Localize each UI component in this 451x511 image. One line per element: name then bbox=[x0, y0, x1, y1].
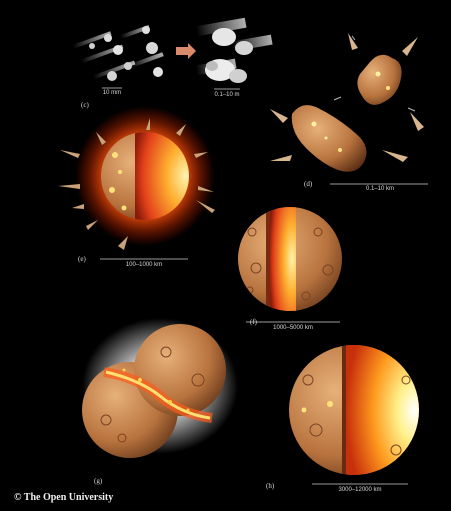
scale-label-e: 100–1000 km bbox=[110, 262, 178, 268]
panel-e-protoplanet bbox=[58, 106, 215, 259]
panel-label-c: (c) bbox=[81, 101, 89, 109]
panel-f-protoplanet bbox=[236, 205, 346, 322]
planetesimal-small bbox=[357, 55, 401, 105]
panel-h-planet bbox=[288, 344, 422, 484]
planetesimal-large bbox=[292, 105, 367, 172]
boulders bbox=[195, 18, 272, 83]
panel-d-planetesimals bbox=[270, 33, 428, 184]
debris bbox=[270, 155, 292, 161]
arrow-icon bbox=[176, 43, 196, 59]
small-pebbles bbox=[73, 25, 164, 81]
panel-label-g: (g) bbox=[94, 477, 102, 485]
panel-label-f: (f) bbox=[250, 318, 257, 326]
molten-interior bbox=[346, 344, 422, 478]
panel-label-h: (h) bbox=[266, 482, 274, 490]
scale-label-c-large: 0.1–10 m bbox=[204, 92, 250, 98]
molten-interior bbox=[270, 205, 296, 313]
scale-label-h: 3000–12000 km bbox=[326, 487, 394, 493]
scale-label-c-small: 10 mm bbox=[95, 90, 129, 96]
debris bbox=[348, 33, 358, 50]
panel-label-e: (e) bbox=[78, 255, 86, 263]
scale-label-d: 0.1–10 km bbox=[350, 186, 410, 192]
panel-label-d: (d) bbox=[304, 180, 312, 188]
copyright-notice: © The Open University bbox=[14, 492, 113, 503]
debris bbox=[382, 150, 408, 162]
protoplanet-upper bbox=[134, 324, 226, 416]
panel-g-collision bbox=[82, 318, 238, 458]
panel-c-pebbles bbox=[73, 18, 273, 89]
debris bbox=[270, 109, 288, 123]
debris bbox=[410, 112, 424, 131]
debris bbox=[402, 37, 418, 56]
scale-label-f: 1000–5000 km bbox=[260, 325, 326, 331]
